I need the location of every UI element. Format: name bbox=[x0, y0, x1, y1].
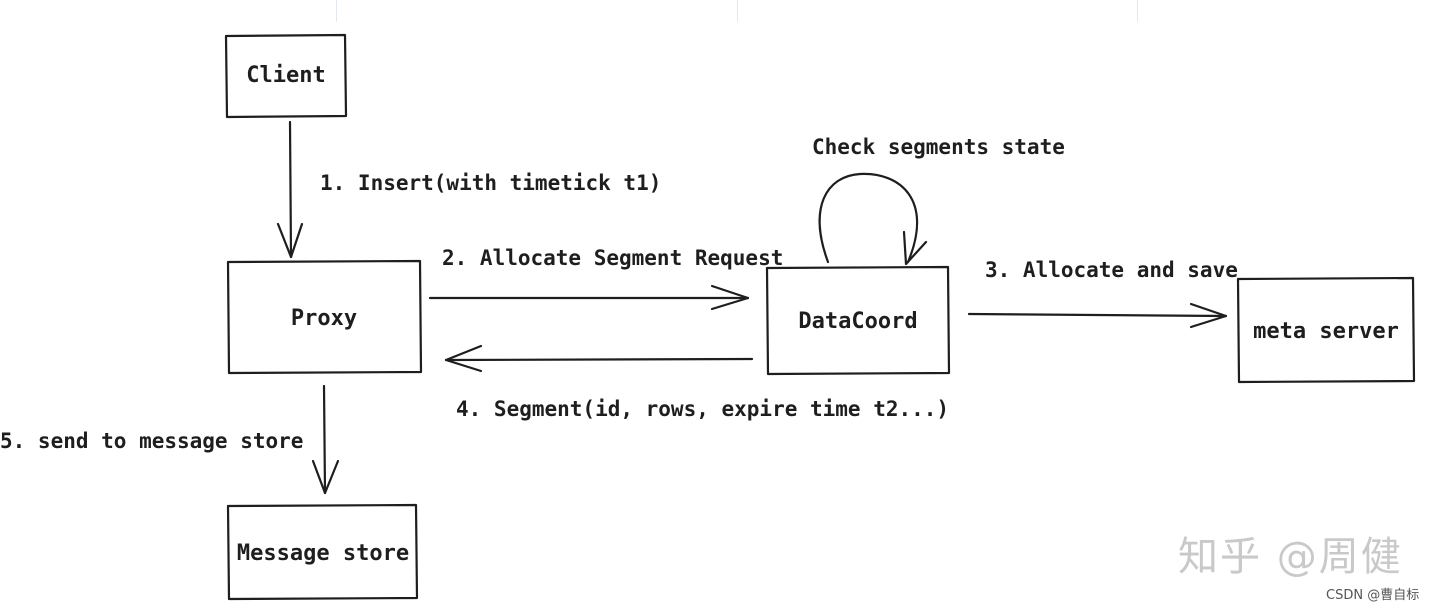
top-divider-left bbox=[336, 0, 337, 22]
allocate-request-label: 2. Allocate Segment Request bbox=[442, 246, 783, 270]
meta-server-box bbox=[1236, 276, 1416, 384]
allocate-save-label: 3. Allocate and save bbox=[985, 258, 1238, 282]
zhihu-watermark: 知乎 @周健 bbox=[1178, 534, 1403, 580]
proxy-box bbox=[226, 259, 423, 375]
top-divider-right bbox=[1137, 0, 1138, 22]
check-state-label: Check segments state bbox=[812, 135, 1065, 159]
meta-server-label: meta server bbox=[1253, 319, 1399, 344]
meta-server-node: meta server bbox=[1236, 276, 1416, 384]
datacoord-label: DataCoord bbox=[798, 309, 917, 334]
send-store-label: 5. send to message store bbox=[0, 429, 303, 453]
segment-reply-arrow bbox=[444, 344, 754, 373]
allocate-request-arrow bbox=[428, 284, 750, 311]
csdn-credit: CSDN @曹自标 bbox=[1326, 588, 1420, 603]
message-store-box bbox=[226, 503, 419, 601]
message-store-node: Message store bbox=[226, 503, 419, 601]
allocate-save-arrow bbox=[967, 302, 1228, 329]
segment-reply-label: 4. Segment(id, rows, expire time t2...) bbox=[456, 397, 949, 421]
message-store-label: Message store bbox=[237, 541, 409, 566]
insert-label: 1. Insert(with timetick t1) bbox=[320, 171, 661, 195]
client-label: Client bbox=[246, 63, 325, 88]
client-box bbox=[224, 33, 348, 119]
datacoord-box bbox=[765, 265, 951, 376]
send-store-arrow bbox=[311, 384, 340, 495]
datacoord-node: DataCoord bbox=[765, 265, 951, 376]
check-state-loop-arrow bbox=[818, 172, 928, 266]
top-divider-middle bbox=[737, 0, 738, 22]
proxy-label: Proxy bbox=[291, 306, 357, 331]
insert-arrow bbox=[276, 120, 304, 259]
proxy-node: Proxy bbox=[226, 259, 423, 375]
client-node: Client bbox=[224, 33, 348, 119]
